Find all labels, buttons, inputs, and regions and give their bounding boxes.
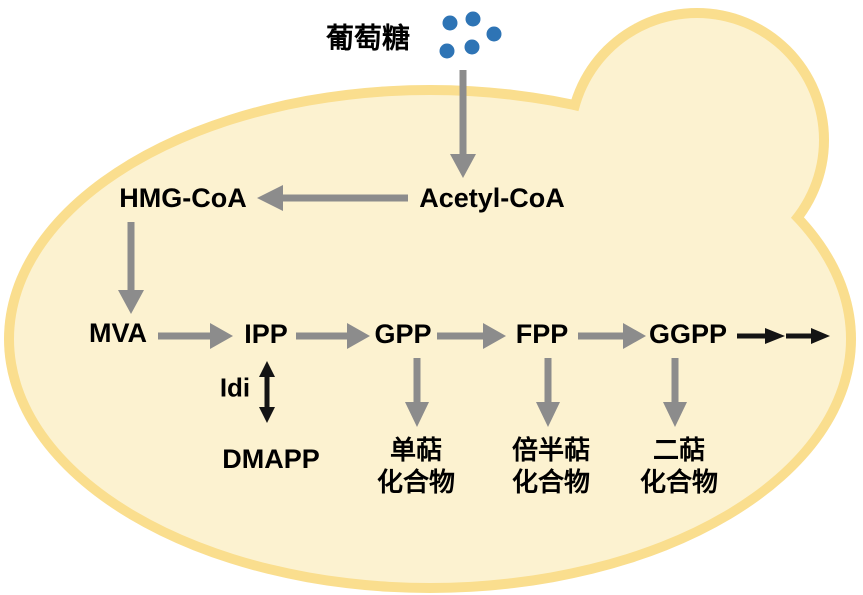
- arrow-acetylcoa-to-hmgcoa: [257, 185, 408, 211]
- node-label-hmg-coa: HMG-CoA: [119, 183, 247, 214]
- product-label-diterpenes: 二萜 化合物: [639, 435, 719, 497]
- node-label-acetyl-coa: Acetyl-CoA: [419, 183, 565, 214]
- arrow-gpp-to-fpp: [437, 323, 506, 349]
- yeast-cell-cytoplasm: [14, 18, 846, 583]
- glucose-dot: [486, 26, 502, 42]
- node-label-glucose: 葡萄糖: [325, 22, 411, 54]
- arrow-gpp-to-monoterpenes: [405, 358, 429, 427]
- arrow-hmgcoa-to-mva: [118, 222, 144, 314]
- pathway-arrows-gray: [118, 70, 687, 427]
- arrow-ipp-dmapp-double: [259, 361, 275, 423]
- node-label-mva: MVA: [89, 318, 147, 349]
- glucose-dot: [465, 11, 481, 27]
- enzyme-label-idi: Idi: [219, 372, 251, 403]
- node-label-dmapp: DMAPP: [222, 444, 320, 475]
- glucose-dot: [442, 15, 458, 31]
- glucose-dot: [439, 43, 455, 59]
- arrow-ggpp-downstream-1: [737, 328, 785, 344]
- arrow-fpp-to-sesquiterpenes: [536, 358, 560, 427]
- product-label-monoterpenes: 单萜 化合物: [376, 435, 456, 497]
- arrow-ggpp-downstream-2: [786, 328, 830, 344]
- node-label-ipp: IPP: [244, 319, 288, 350]
- cell-bud-fill: [575, 18, 819, 262]
- node-label-gpp: GPP: [374, 319, 432, 350]
- node-label-fpp: FPP: [515, 319, 569, 350]
- arrow-glucose-to-acetylcoa: [450, 70, 476, 178]
- arrow-ggpp-to-diterpenes: [663, 358, 687, 427]
- arrow-mva-to-ipp: [158, 323, 233, 349]
- glucose-dot: [464, 39, 480, 55]
- pathway-arrows-black: [259, 328, 830, 423]
- node-label-ggpp: GGPP: [648, 319, 728, 350]
- arrow-fpp-to-ggpp: [578, 323, 646, 349]
- product-label-sesquiterpenes: 倍半萜 化合物: [511, 435, 591, 497]
- glucose-dots-icon: [439, 11, 502, 59]
- arrow-ipp-to-gpp: [296, 323, 370, 349]
